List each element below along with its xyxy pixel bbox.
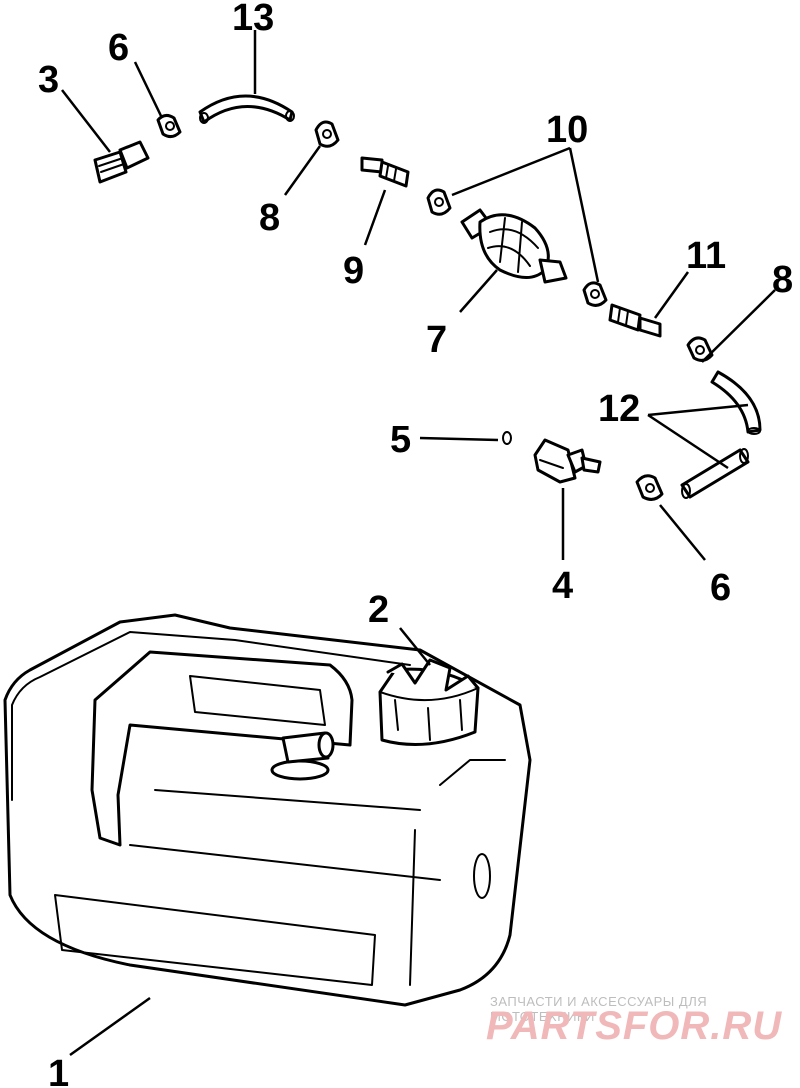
fuel-tank-part-1 xyxy=(3,613,532,1007)
label-part-5: 5 xyxy=(390,419,411,461)
tank-fitting-part-3 xyxy=(93,140,150,184)
hose-part-13 xyxy=(198,94,295,124)
label-part-4: 4 xyxy=(552,565,573,607)
primer-bulb-part-7 xyxy=(460,208,568,284)
hose-clip-part-6-top xyxy=(156,113,182,139)
watermark-tagline: ЗАПЧАСТИ И АКСЕССУАРЫ ДЛЯ МОТОТЕХНИКИ xyxy=(490,994,708,1024)
label-part-6a: 6 xyxy=(108,27,129,69)
callout-labels: 1 2 3 4 5 6 6 7 8 8 9 10 11 12 13 xyxy=(38,0,793,1088)
leader-lines xyxy=(61,30,776,1057)
label-part-12: 12 xyxy=(598,388,640,430)
filler-cap-part-2 xyxy=(378,658,480,746)
label-part-1: 1 xyxy=(48,1053,69,1088)
watermark-brand: PARTSFOR.RU xyxy=(486,1004,783,1048)
connector-part-11 xyxy=(608,303,662,338)
hose-clip-part-10-left xyxy=(426,188,452,216)
hose-clip-part-6-bottom xyxy=(635,474,664,501)
label-part-9: 9 xyxy=(343,250,364,292)
label-part-7: 7 xyxy=(426,319,447,361)
hose-clip-part-8-top xyxy=(314,120,340,148)
label-part-8b: 8 xyxy=(772,259,793,301)
label-part-10: 10 xyxy=(546,109,588,151)
label-part-13: 13 xyxy=(232,0,274,39)
label-part-11: 11 xyxy=(686,235,726,277)
hose-clip-part-8-right xyxy=(686,336,714,362)
hose-part-12 xyxy=(680,370,762,499)
label-part-3: 3 xyxy=(38,59,59,101)
label-part-2: 2 xyxy=(368,589,389,631)
label-part-8a: 8 xyxy=(259,197,280,239)
o-ring-part-5 xyxy=(502,431,512,445)
label-part-6b: 6 xyxy=(710,567,731,609)
connector-part-4 xyxy=(533,438,602,484)
hose-clip-part-10-right xyxy=(582,281,608,307)
connector-part-9 xyxy=(360,156,410,188)
